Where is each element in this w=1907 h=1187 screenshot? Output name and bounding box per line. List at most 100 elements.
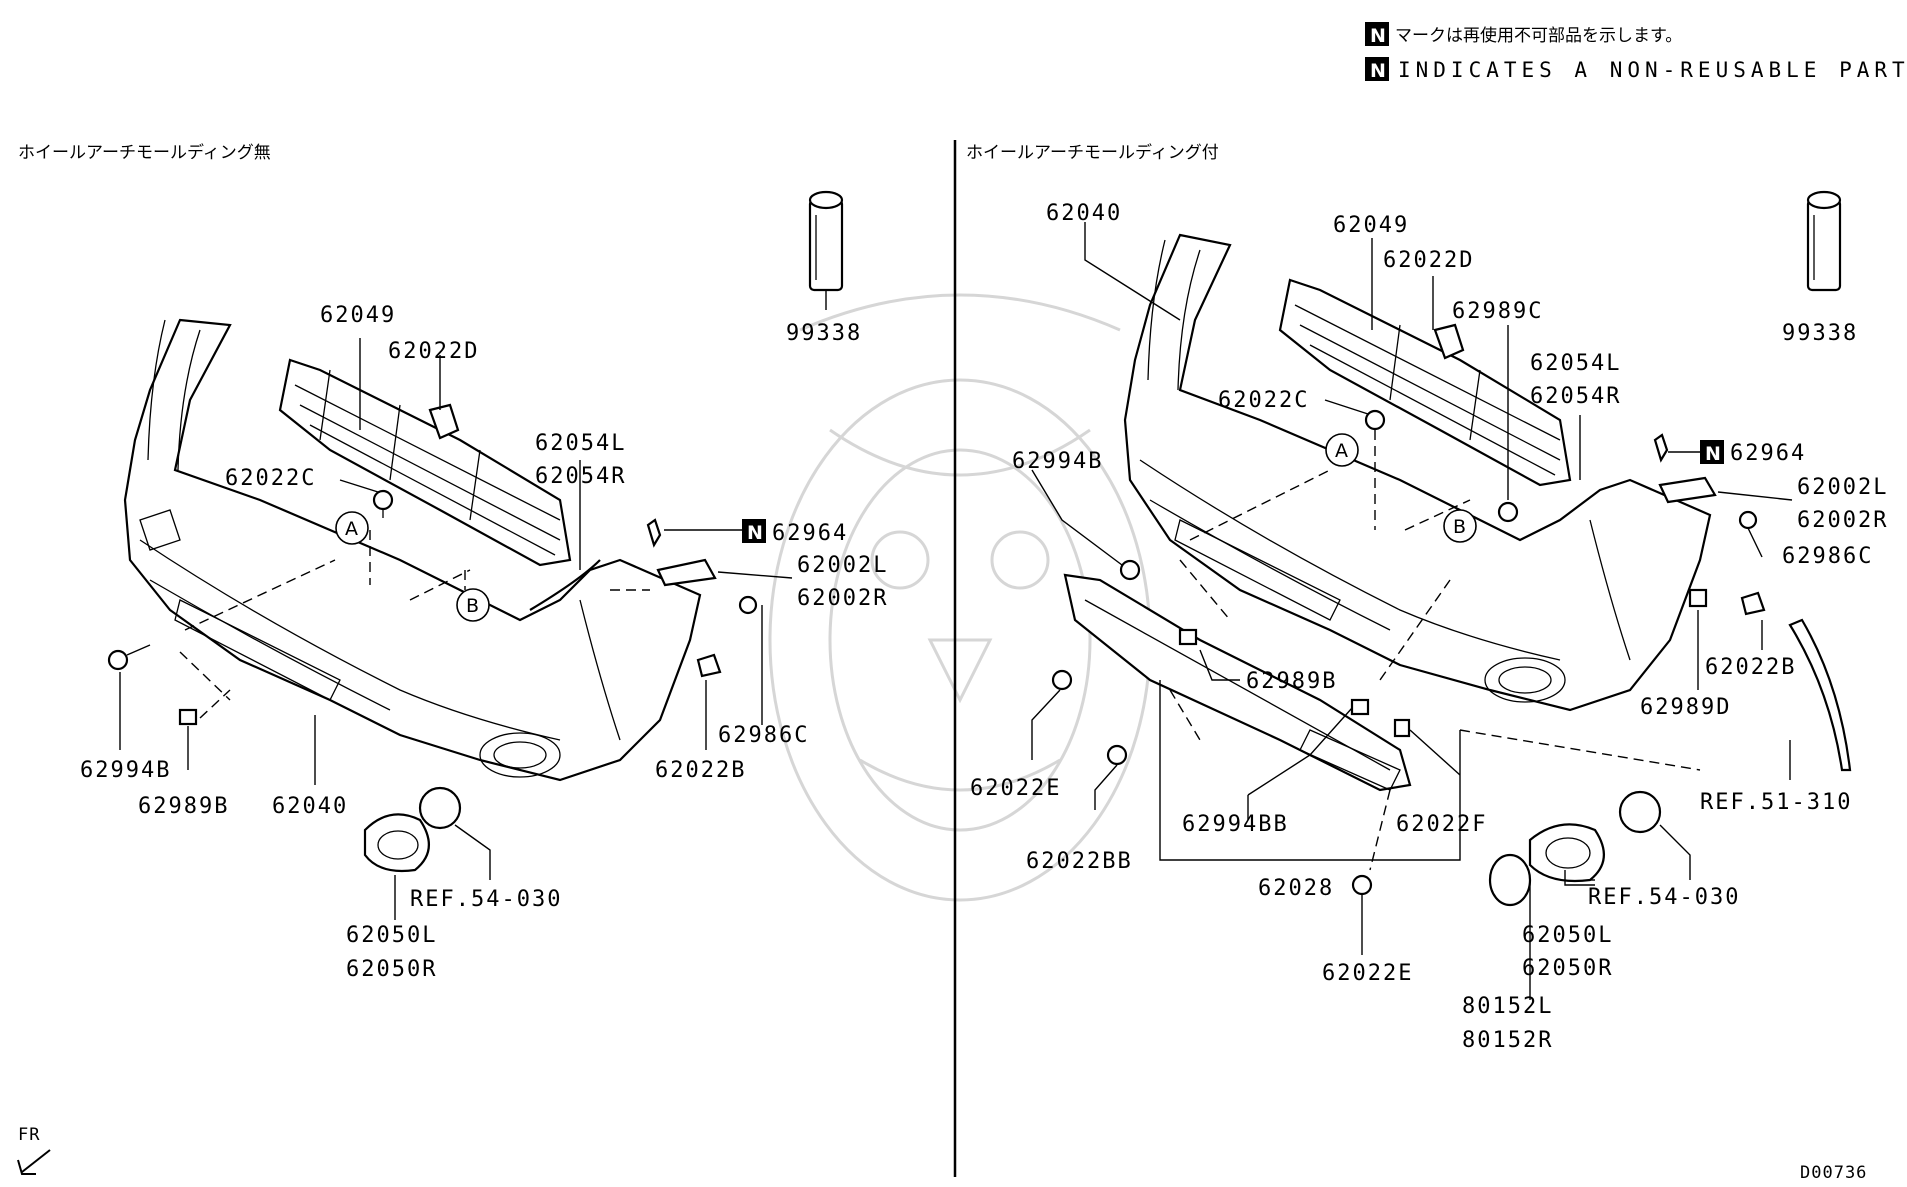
label-ref54-left: REF.54-030: [410, 887, 562, 912]
fog-gasket-right: [1488, 853, 1532, 907]
label-62986c-left: 62986C: [718, 723, 809, 748]
left-panel-heading: ホイールアーチモールディング無: [18, 142, 271, 163]
non-reusable-badge-icon: [1365, 57, 1389, 81]
label-62022d-left: 62022D: [388, 339, 479, 364]
label-62022d-right: 62022D: [1383, 248, 1474, 273]
label-62022e-right-1: 62022E: [970, 776, 1061, 801]
bolt-62994b-left: [107, 649, 129, 671]
label-62050l-left: 62050L: [346, 923, 437, 948]
notice-block: N マークは再使用不可部品を示します。 N INDICATES A NON-RE…: [1365, 22, 1907, 82]
label-62050r-right: 62050R: [1522, 956, 1613, 981]
grille-left: [278, 358, 572, 567]
grille-right: [1278, 278, 1572, 487]
fog-cover-right: [1528, 823, 1605, 883]
label-62994b-right: 62994B: [1012, 449, 1103, 474]
callout-b-right-letter: B: [1453, 516, 1466, 538]
label-99338-left: 99338: [786, 321, 862, 346]
label-62022b-right: 62022B: [1705, 655, 1796, 680]
label-62049-left: 62049: [320, 303, 396, 328]
clip-62022b-left: [696, 653, 722, 678]
notice-jp-text: マークは再使用不可部品を示します。: [1395, 25, 1682, 46]
callout-b-right: [1443, 509, 1477, 543]
fog-lamp-right: [1618, 790, 1662, 834]
non-reusable-badge-icon: [742, 519, 766, 543]
bracket-62002-right: [1658, 476, 1717, 504]
label-62022f-right: 62022F: [1396, 812, 1487, 837]
badge-letter-62964-left: N: [747, 522, 763, 544]
label-62002r-left: 62002R: [797, 586, 888, 611]
label-62028-right: 62028: [1258, 876, 1334, 901]
clip-62989d-right: [1688, 588, 1708, 608]
callout-a-right-letter: A: [1335, 440, 1348, 462]
diagram-code: D00736: [1800, 1163, 1867, 1183]
label-62040-left: 62040: [272, 794, 348, 819]
callout-a-left: [335, 511, 369, 545]
fog-cover-left: [363, 813, 430, 873]
label-62989b-right: 62989B: [1246, 669, 1337, 694]
non-reusable-badge-icon: [1365, 22, 1389, 46]
label-62964-left: 62964: [772, 521, 848, 546]
label-62002r-right: 62002R: [1797, 508, 1888, 533]
bumper-cover-left: [123, 318, 702, 782]
notice-badge-letter: N: [1370, 25, 1386, 47]
notice-en-text: INDICATES A NON-REUSABLE PART.: [1398, 58, 1907, 82]
clip-62022e-right-1: [1051, 669, 1073, 691]
bolt-62994b-right: [1119, 559, 1141, 581]
clip-62989b-right: [1178, 628, 1198, 646]
left-assembly: A B N 62049 62022D 62022C 62054L 62054R …: [80, 190, 888, 982]
clip-62022d-right: [1433, 323, 1465, 360]
callout-b-left-letter: B: [466, 595, 479, 617]
label-ref54-right: REF.54-030: [1588, 885, 1740, 910]
callout-a-left-letter: A: [345, 518, 358, 540]
right-panel-heading: ホイールアーチモールディング付: [966, 142, 1219, 163]
orientation-label: FR: [18, 1125, 40, 1145]
label-62040-right: 62040: [1046, 201, 1122, 226]
label-62994bb-right: 62994BB: [1182, 812, 1289, 837]
touch-up-paint-tube-left: [808, 198, 844, 292]
label-62989d-right: 62989D: [1640, 695, 1731, 720]
label-62054l-right: 62054L: [1530, 351, 1621, 376]
clip-62022d-left: [428, 403, 460, 440]
clip-62994bb-right: [1350, 698, 1370, 716]
label-80152l-right: 80152L: [1462, 994, 1553, 1019]
notice-badge-letter: N: [1370, 60, 1386, 82]
label-62002l-left: 62002L: [797, 553, 888, 578]
screw-62986c-left: [738, 595, 758, 615]
label-62022b-left: 62022B: [655, 758, 746, 783]
rivet-62964-right: [1653, 433, 1669, 463]
bumper-cover-right: [1123, 233, 1712, 712]
callout-a-right: [1325, 433, 1359, 467]
clip-62022c-right: [1364, 409, 1386, 431]
wheel-arch-molding-right: [1788, 618, 1852, 772]
label-62964-right: 62964: [1730, 441, 1806, 466]
label-62022bb-right: 62022BB: [1026, 849, 1133, 874]
label-62054r-right: 62054R: [1530, 384, 1621, 409]
rivet-62964-left: [646, 518, 662, 548]
touch-up-paint-tube-right: [1806, 198, 1842, 292]
label-ref51-right: REF.51-310: [1700, 790, 1852, 815]
label-62049-right: 62049: [1333, 213, 1409, 238]
label-62022e-right-2: 62022E: [1322, 961, 1413, 986]
clip-62022f-right: [1393, 718, 1411, 738]
clip-62989b-left: [178, 708, 198, 726]
label-62989c-right: 62989C: [1452, 299, 1543, 324]
label-62986c-right: 62986C: [1782, 544, 1873, 569]
label-62989b-left: 62989B: [138, 794, 229, 819]
right-assembly: A B N 62040 62049 6202: [970, 190, 1888, 1053]
clip-62022c-left: [372, 489, 394, 511]
label-62054r-left: 62054R: [535, 464, 626, 489]
clip-62022b-right: [1740, 591, 1766, 616]
fog-lamp-left: [418, 786, 462, 830]
clip-62022bb-right: [1106, 744, 1128, 766]
label-62050r-left: 62050R: [346, 957, 437, 982]
label-62002l-right: 62002L: [1797, 475, 1888, 500]
badge-letter-62964-right: N: [1705, 443, 1721, 465]
non-reusable-badge-icon: [1700, 440, 1724, 464]
label-99338-right: 99338: [1782, 321, 1858, 346]
label-62022c-left: 62022C: [225, 466, 316, 491]
callout-b-left: [456, 588, 490, 622]
clip-62989c-right: [1497, 501, 1519, 523]
bracket-62054-left: [529, 559, 601, 611]
label-62054l-left: 62054L: [535, 431, 626, 456]
